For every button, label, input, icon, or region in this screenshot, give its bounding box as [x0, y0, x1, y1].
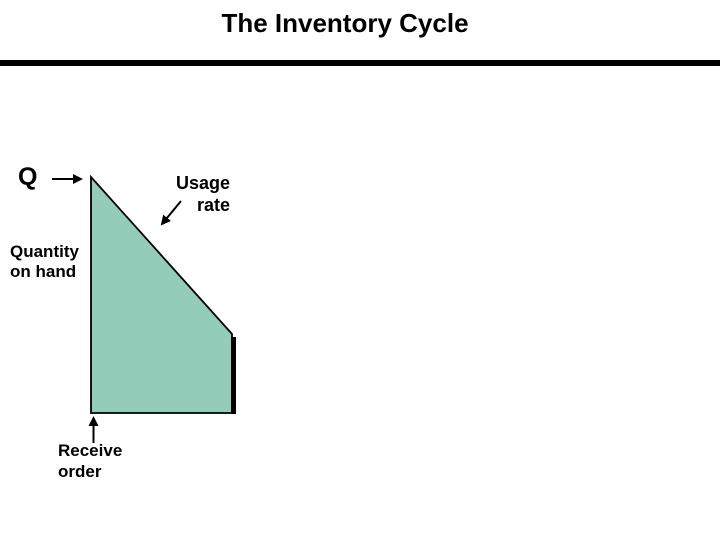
title-divider	[0, 60, 720, 66]
receive-order-label: Receive order	[58, 441, 123, 481]
q-label: Q	[18, 163, 38, 191]
usage-rate-arrow	[160, 200, 182, 226]
quantity-on-hand-label: Quantity on hand	[10, 242, 79, 281]
slide-title: The Inventory Cycle	[221, 8, 469, 38]
usage-rate-label: Usage rate	[175, 173, 230, 215]
